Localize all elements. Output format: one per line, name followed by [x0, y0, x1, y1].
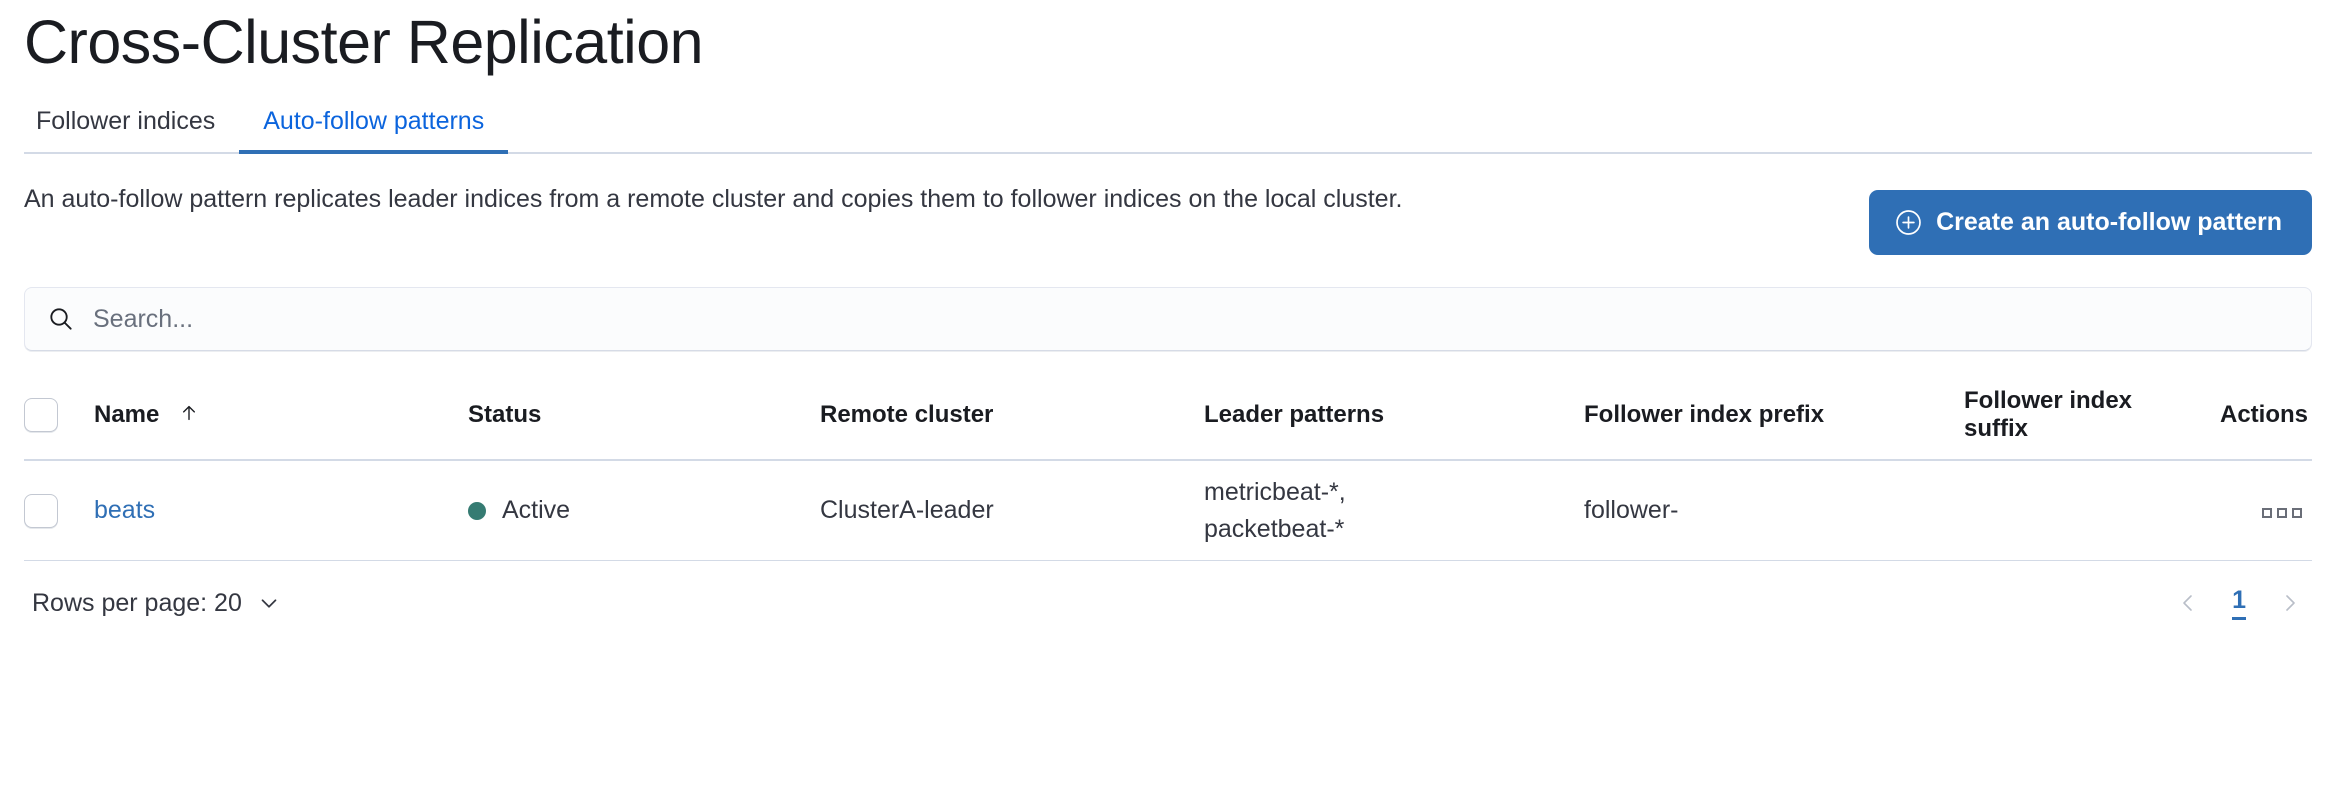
chevron-left-icon[interactable] [2170, 587, 2206, 619]
column-header-follower-index-prefix[interactable]: Follower index prefix [1584, 401, 1964, 429]
cell-remote-cluster: ClusterA-leader [820, 496, 994, 524]
column-header-status-label: Status [468, 401, 542, 428]
cell-follower-index-prefix: follower- [1584, 496, 1679, 524]
rows-per-page-selector[interactable]: Rows per page: 20 [24, 589, 282, 618]
ellipsis-horizontal-icon[interactable] [2256, 502, 2308, 524]
cell-name: beats [94, 496, 468, 525]
column-header-actions: Actions [2152, 401, 2312, 429]
status-badge: Active [468, 496, 804, 525]
create-auto-follow-pattern-label: Create an auto-follow pattern [1936, 208, 2282, 236]
status-dot-icon [468, 501, 486, 520]
pagination-page-1[interactable]: 1 [2232, 586, 2246, 620]
column-header-leader-patterns-label: Leader patterns [1204, 401, 1385, 428]
status-label: Active [502, 496, 571, 524]
column-header-name[interactable]: Name [94, 401, 468, 429]
search-bar[interactable] [24, 287, 2312, 351]
row-select-checkbox[interactable] [24, 493, 58, 528]
search-input[interactable] [93, 304, 2289, 334]
select-all-checkbox[interactable] [24, 398, 58, 432]
create-auto-follow-pattern-button[interactable]: Create an auto-follow pattern [1869, 190, 2312, 255]
column-header-leader-patterns[interactable]: Leader patterns [1204, 401, 1584, 429]
arrow-up-icon [178, 402, 200, 424]
column-header-follower-index-prefix-label: Follower index prefix [1584, 401, 1825, 428]
cell-status: Active [468, 496, 820, 525]
column-header-follower-index-suffix-label: Follower index suffix [1964, 387, 2133, 442]
column-header-status[interactable]: Status [468, 401, 820, 429]
tab-follower-indices[interactable]: Follower indices [24, 109, 239, 152]
intro-description: An auto-follow pattern replicates leader… [24, 185, 1403, 213]
leader-pattern-item: packetbeat-* [1204, 514, 1345, 543]
select-all-checkbox-cell [24, 398, 94, 432]
auto-follow-pattern-link[interactable]: beats [94, 496, 156, 524]
column-header-name-label: Name [94, 401, 160, 428]
table-footer: Rows per page: 20 1 [24, 586, 2312, 620]
chevron-right-icon[interactable] [2272, 587, 2308, 619]
leader-pattern-item: metricbeat-*, [1204, 478, 1346, 507]
table-header-row: Name Status Remote cluster Leader patter… [24, 387, 2312, 461]
search-icon [47, 305, 75, 333]
tab-follower-indices-label: Follower indices [36, 107, 216, 135]
auto-follow-patterns-table: Name Status Remote cluster Leader patter… [24, 387, 2312, 620]
cell-actions [2152, 496, 2312, 525]
intro-section: An auto-follow pattern replicates leader… [24, 182, 2312, 255]
page-title: Cross-Cluster Replication [24, 8, 704, 76]
pagination: 1 [2170, 586, 2312, 620]
tab-bar: Follower indices Auto-follow patterns [24, 109, 2312, 154]
tab-auto-follow-patterns-label: Auto-follow patterns [263, 107, 485, 135]
rows-per-page-label: Rows per page: 20 [32, 588, 242, 617]
column-header-follower-index-suffix[interactable]: Follower index suffix [1964, 387, 2152, 443]
column-header-remote-cluster[interactable]: Remote cluster [820, 401, 1204, 429]
chevron-down-icon [256, 590, 282, 616]
tab-auto-follow-patterns[interactable]: Auto-follow patterns [239, 107, 509, 154]
plus-in-circle-icon [1895, 209, 1922, 236]
row-checkbox-cell [24, 493, 94, 528]
ellipsis-dot [2262, 508, 2272, 518]
cell-leader-patterns: metricbeat-*, packetbeat-* [1204, 474, 1584, 547]
column-header-remote-cluster-label: Remote cluster [820, 401, 994, 428]
ellipsis-dot [2277, 508, 2287, 518]
column-header-actions-label: Actions [2219, 401, 2308, 428]
ellipsis-dot [2292, 508, 2302, 518]
table-row: beats Active ClusterA-leader metricbeat-… [24, 461, 2312, 561]
